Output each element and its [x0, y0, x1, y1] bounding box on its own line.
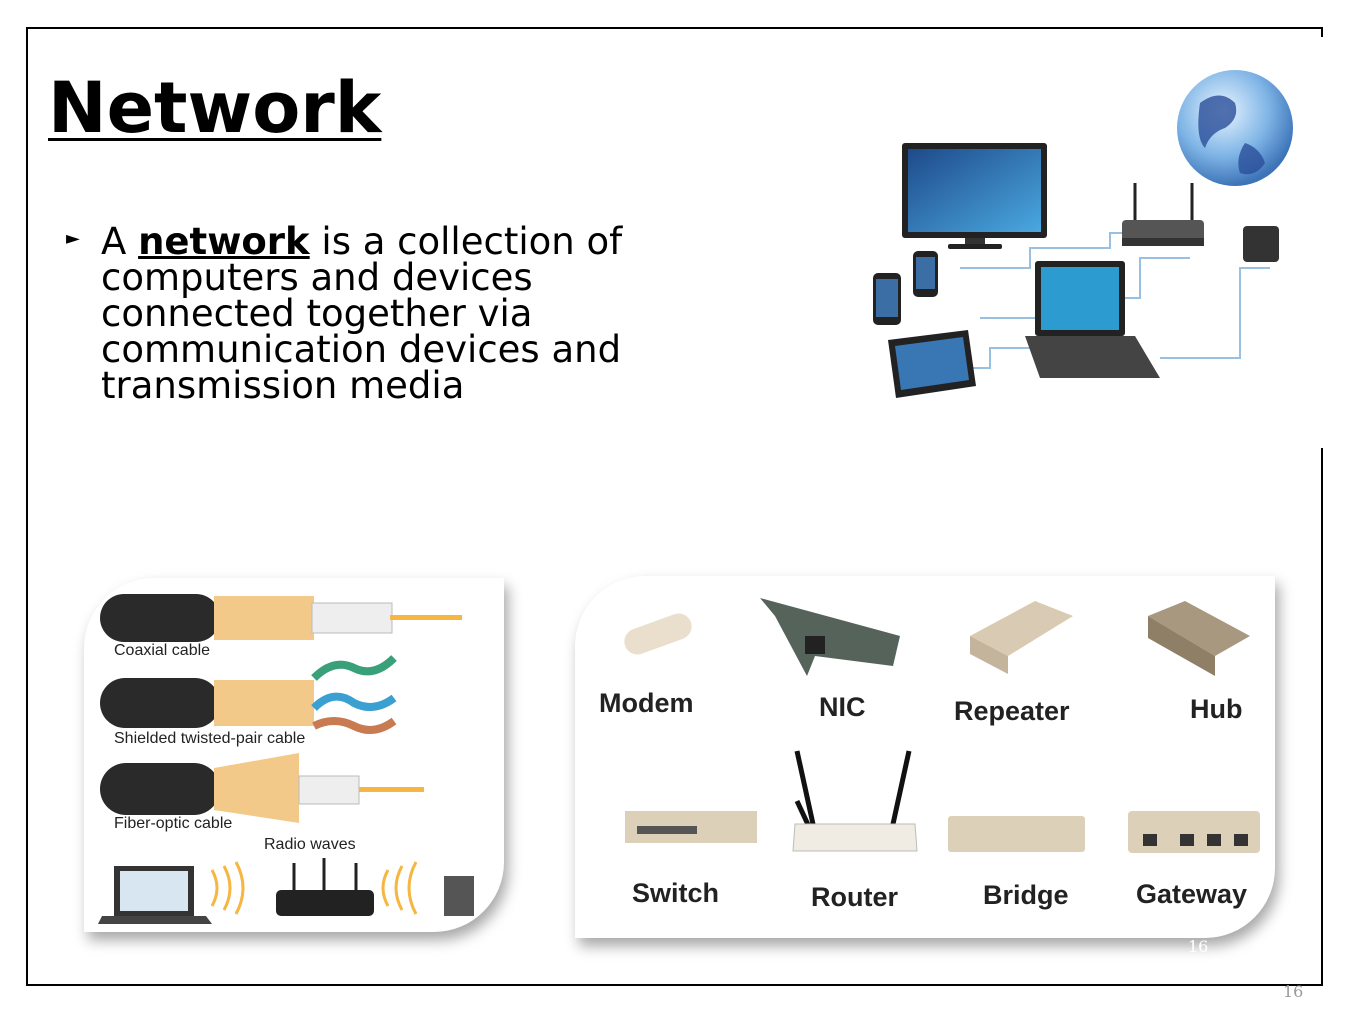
twisted-pair-label: Shielded twisted-pair cable — [114, 730, 306, 747]
slide-number: 16 — [1283, 982, 1304, 1001]
frame-right-upper — [1321, 27, 1323, 37]
frame-top — [26, 27, 1323, 29]
tablet-icon — [888, 330, 976, 398]
wireless-router-icon — [276, 858, 374, 916]
device-label-switch: Switch — [632, 878, 720, 908]
switch-icon — [625, 811, 757, 843]
monitor-icon — [902, 143, 1047, 249]
transmission-media-panel: Coaxial cable Shielded twisted-pair cabl… — [84, 578, 504, 932]
transmission-media-illustration — [98, 594, 474, 924]
router-icon — [1122, 183, 1204, 246]
hub-icon — [1148, 601, 1250, 676]
radio-waves-icon — [210, 861, 418, 915]
device-label-repeater: Repeater — [954, 696, 1070, 726]
laptop-icon — [98, 866, 212, 924]
twisted-pair-cable-icon — [100, 655, 397, 734]
nic-icon — [760, 598, 900, 676]
fiber-optic-cable-icon — [100, 753, 424, 823]
network-devices-grid — [624, 598, 1260, 853]
device-label-bridge: Bridge — [983, 880, 1069, 910]
body-keyword: network — [138, 220, 310, 263]
body-paragraph: A network is a collection of computers a… — [101, 223, 721, 404]
coaxial-cable-label: Coaxial cable — [114, 642, 211, 659]
repeater-icon — [970, 601, 1073, 674]
device-label-router: Router — [811, 882, 898, 912]
radio-waves-label: Radio waves — [264, 836, 356, 853]
frame-right-lower — [1321, 448, 1323, 985]
fiber-optic-label: Fiber-optic cable — [114, 815, 233, 832]
slide-number-inner: 16 — [1188, 937, 1209, 956]
body-prefix: A — [101, 220, 139, 263]
triangle-bullet-icon: ► — [66, 228, 80, 249]
device-label-modem: Modem — [599, 688, 694, 718]
router-icon — [792, 750, 918, 852]
slide-title: Network — [48, 67, 382, 149]
device-label-hub: Hub — [1190, 694, 1243, 724]
device-label-nic: NIC — [819, 692, 866, 722]
laptop-icon — [1025, 261, 1160, 378]
globe-icon — [1177, 70, 1293, 186]
network-devices-illustration — [873, 70, 1293, 398]
bridge-icon — [948, 816, 1085, 852]
frame-bottom — [26, 984, 1323, 986]
coaxial-cable-icon — [100, 594, 462, 642]
modem-icon — [624, 613, 692, 655]
network-devices-panel: Modem NIC Repeater Hub Switch Router Bri… — [575, 576, 1275, 938]
printer-icon — [1243, 226, 1279, 262]
wireless-card-icon — [444, 876, 474, 916]
body-suffix: is a collection of computers and devices… — [101, 220, 623, 407]
device-label-gateway: Gateway — [1136, 879, 1248, 909]
gateway-icon — [1128, 811, 1260, 853]
smartphone-icon — [873, 251, 938, 325]
frame-left — [26, 27, 28, 985]
